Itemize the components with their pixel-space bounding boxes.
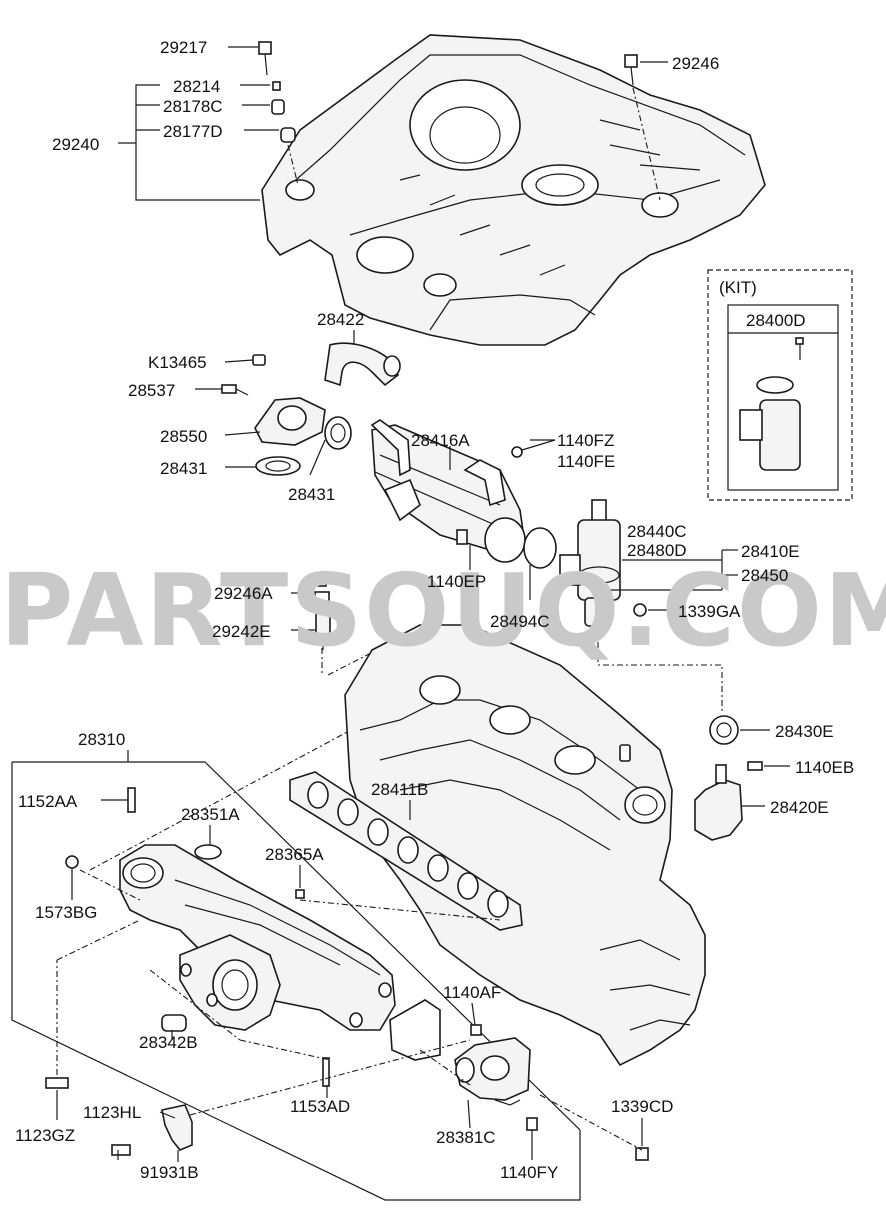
- label-1140fz[interactable]: 1140FZ: [557, 431, 614, 450]
- leader-lines: [56, 330, 790, 1162]
- label-28342b[interactable]: 28342B: [139, 1033, 198, 1052]
- egr-valve-illustration[interactable]: [456, 439, 647, 627]
- label-28178c[interactable]: 28178C: [163, 97, 223, 116]
- label-29217[interactable]: 29217: [160, 38, 207, 57]
- label-1140eb[interactable]: 1140EB: [795, 758, 854, 777]
- label-28422[interactable]: 28422: [317, 310, 364, 329]
- label-28430e[interactable]: 28430E: [775, 722, 834, 741]
- label-28450[interactable]: 28450: [741, 566, 788, 585]
- kit-heading: (KIT): [719, 278, 757, 297]
- label-1123hl[interactable]: 1123HL: [83, 1103, 141, 1122]
- label-28494c[interactable]: 28494C: [490, 612, 550, 631]
- label-29246a[interactable]: 29246A: [214, 584, 273, 603]
- label-1140fe[interactable]: 1140FE: [557, 452, 615, 471]
- egr-hose-illustration[interactable]: [324, 342, 401, 387]
- label-1339ga[interactable]: 1339GA: [678, 602, 741, 621]
- label-1140fy[interactable]: 1140FY: [500, 1163, 558, 1182]
- label-28310[interactable]: 28310: [78, 730, 125, 749]
- label-28214[interactable]: 28214: [173, 77, 220, 96]
- label-28410e[interactable]: 28410E: [741, 542, 800, 561]
- bracket-91931b-illustration[interactable]: [45, 1077, 649, 1161]
- group-box-28310: [11, 761, 581, 1201]
- label-1123gz[interactable]: 1123GZ: [15, 1126, 75, 1145]
- label-29242e[interactable]: 29242E: [212, 622, 271, 641]
- egr-gasket-flange-illustration[interactable]: [221, 354, 352, 476]
- label-28440c[interactable]: 28440C: [627, 522, 687, 541]
- egr-connector-28420e-illustration[interactable]: [694, 715, 763, 841]
- kit-box: [707, 269, 853, 501]
- group-bracket-29240: [118, 46, 668, 201]
- intake-manifold-illustration[interactable]: [65, 787, 396, 1032]
- cylinder-head-illustration[interactable]: [344, 624, 706, 1067]
- manifold-dashed-links: [56, 869, 643, 1151]
- sensor-29242e-illustration[interactable]: [314, 577, 331, 650]
- watermark: PARTSOUQ.COM: [0, 552, 886, 669]
- label-1573bg[interactable]: 1573BG: [35, 903, 97, 922]
- label-29240[interactable]: 29240: [52, 135, 99, 154]
- egr-cooler-illustration[interactable]: [370, 419, 557, 569]
- label-28365a[interactable]: 28365A: [265, 845, 324, 864]
- label-1140af[interactable]: 1140AF: [443, 983, 501, 1002]
- label-1339cd[interactable]: 1339CD: [611, 1097, 673, 1116]
- label-91931b[interactable]: 91931B: [140, 1163, 199, 1182]
- label-28431-b[interactable]: 28431: [288, 485, 335, 504]
- label-28177d[interactable]: 28177D: [163, 122, 223, 141]
- actuator-28381c-illustration[interactable]: [322, 999, 538, 1131]
- label-28381c[interactable]: 28381C: [436, 1128, 496, 1147]
- label-28400d[interactable]: 28400D: [746, 311, 806, 330]
- label-29246[interactable]: 29246: [672, 54, 719, 73]
- label-28480d[interactable]: 28480D: [627, 541, 687, 560]
- label-28416a[interactable]: 28416A: [411, 431, 470, 450]
- label-1140ep[interactable]: 1140EP: [427, 572, 486, 591]
- label-28550[interactable]: 28550: [160, 427, 207, 446]
- label-1153ad[interactable]: 1153AD: [290, 1097, 350, 1116]
- label-28351a[interactable]: 28351A: [181, 805, 240, 824]
- label-k13465[interactable]: K13465: [148, 353, 207, 372]
- label-28420e[interactable]: 28420E: [770, 798, 829, 817]
- label-1152aa[interactable]: 1152AA: [18, 792, 78, 811]
- label-28411b[interactable]: 28411B: [371, 780, 428, 799]
- cover-fasteners: [258, 41, 661, 201]
- label-28431-a[interactable]: 28431: [160, 459, 207, 478]
- gasket-28411b-illustration[interactable]: [289, 771, 523, 931]
- label-28537[interactable]: 28537: [128, 381, 175, 400]
- engine-cover-illustration[interactable]: [261, 34, 766, 346]
